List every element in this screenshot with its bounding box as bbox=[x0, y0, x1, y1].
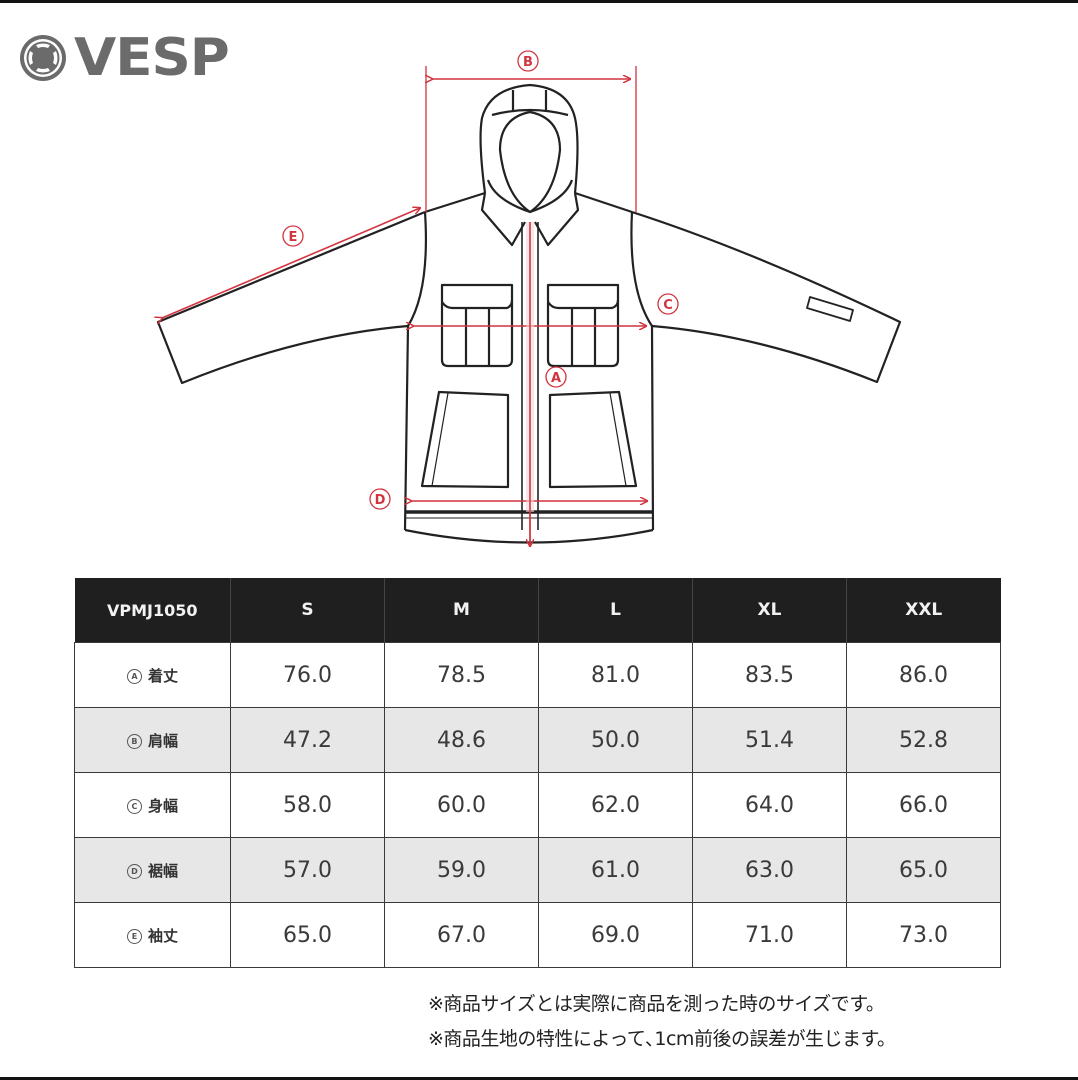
table-cell: 73.0 bbox=[846, 902, 1001, 968]
table-cell: 67.0 bbox=[384, 902, 539, 968]
marker-d: D bbox=[369, 488, 391, 510]
table-cell: 48.6 bbox=[384, 707, 539, 773]
logo-emblem-icon bbox=[20, 35, 66, 81]
table-cell: 65.0 bbox=[846, 837, 1001, 903]
table-cell: 78.5 bbox=[384, 642, 539, 708]
size-header-s: S bbox=[230, 578, 385, 643]
table-cell: 83.5 bbox=[692, 642, 847, 708]
size-header-l: L bbox=[538, 578, 693, 643]
size-header-xxl: XXL bbox=[846, 578, 1001, 643]
table-cell: 52.8 bbox=[846, 707, 1001, 773]
table-cell: 57.0 bbox=[230, 837, 385, 903]
model-number-header: VPMJ1050 bbox=[74, 578, 231, 643]
marker-e-icon: E bbox=[126, 928, 142, 944]
marker-d-icon: D bbox=[126, 863, 142, 879]
table-cell: 61.0 bbox=[538, 837, 693, 903]
marker-a: A bbox=[545, 366, 567, 388]
jacket-outline bbox=[156, 83, 902, 544]
table-cell: 69.0 bbox=[538, 902, 693, 968]
bottom-border bbox=[0, 1077, 1078, 1080]
table-cell: 66.0 bbox=[846, 772, 1001, 838]
table-cell: 64.0 bbox=[692, 772, 847, 838]
jacket-diagram: B E C A D bbox=[0, 50, 902, 570]
table-header-row: VPMJ1050 S M L XL XXL bbox=[74, 578, 1001, 643]
svg-text:E: E bbox=[289, 230, 298, 245]
logo-text: VESP bbox=[74, 28, 230, 88]
measure-lines bbox=[162, 66, 647, 546]
table-cell: 47.2 bbox=[230, 707, 385, 773]
table-cell: 63.0 bbox=[692, 837, 847, 903]
marker-b-icon: B bbox=[126, 733, 142, 749]
marker-c: C bbox=[657, 293, 679, 315]
size-header-xl: XL bbox=[692, 578, 847, 643]
marker-e: E bbox=[282, 225, 304, 247]
marker-c-icon: C bbox=[126, 798, 142, 814]
table-cell: 62.0 bbox=[538, 772, 693, 838]
size-header-m: M bbox=[384, 578, 539, 643]
table-cell: 60.0 bbox=[384, 772, 539, 838]
svg-text:C: C bbox=[663, 298, 673, 313]
table-cell: 50.0 bbox=[538, 707, 693, 773]
table-cell: 51.4 bbox=[692, 707, 847, 773]
note-tolerance: ※商品生地の特性によって､1cm前後の誤差が生じます。 bbox=[428, 1028, 896, 1050]
table-cell: 86.0 bbox=[846, 642, 1001, 708]
table-cell: 76.0 bbox=[230, 642, 385, 708]
marker-b: B bbox=[517, 50, 539, 72]
table-cell: 59.0 bbox=[384, 837, 539, 903]
brand-logo: VESP bbox=[18, 28, 230, 88]
svg-text:A: A bbox=[551, 371, 561, 386]
marker-a-icon: A bbox=[126, 668, 142, 684]
top-border bbox=[0, 0, 1078, 3]
note-measurement: ※商品サイズとは実際に商品を測った時のサイズです。 bbox=[428, 993, 885, 1015]
table-cell: 81.0 bbox=[538, 642, 693, 708]
table-cell: 71.0 bbox=[692, 902, 847, 968]
size-notes: ※商品サイズとは実際に商品を測った時のサイズです。 ※商品生地の特性によって､1… bbox=[428, 987, 1068, 1057]
svg-text:D: D bbox=[375, 493, 386, 508]
table-cell: 65.0 bbox=[230, 902, 385, 968]
table-cell: 58.0 bbox=[230, 772, 385, 838]
svg-text:B: B bbox=[523, 55, 533, 70]
